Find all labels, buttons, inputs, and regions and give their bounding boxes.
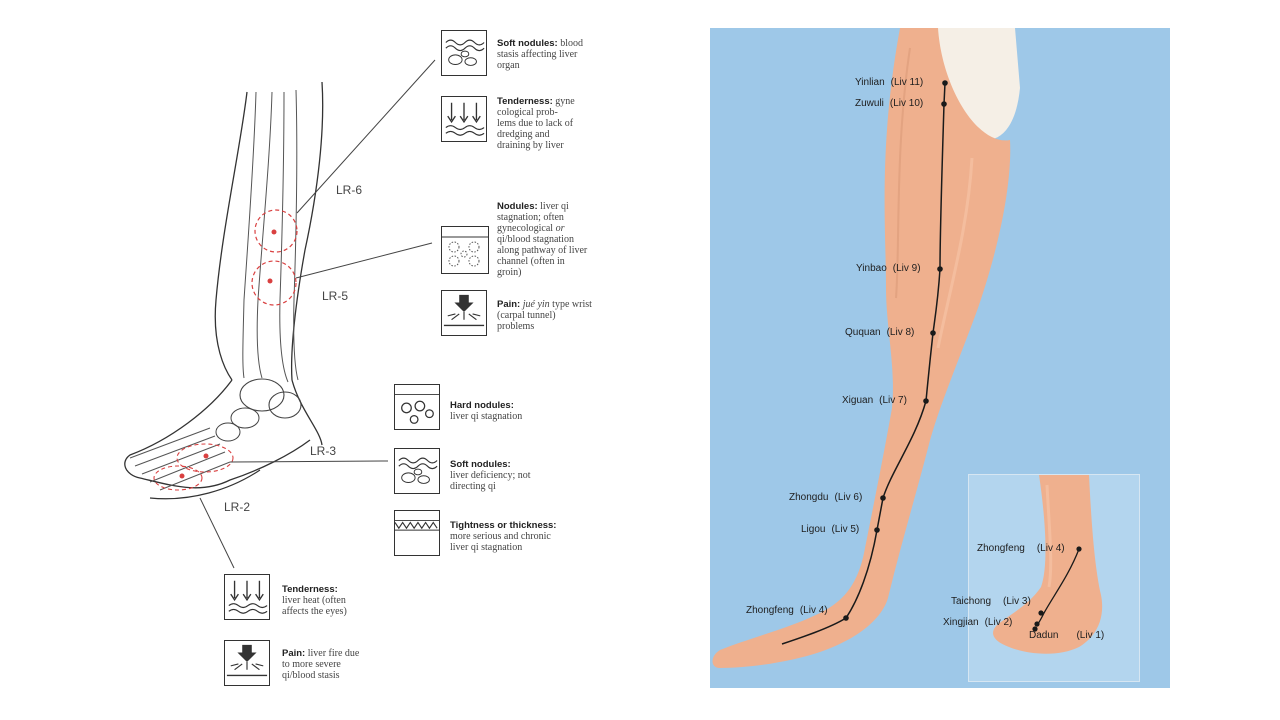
finding-tenderness-liver-heat: Tenderness:liver heat (often affects the…	[282, 584, 347, 617]
point-liv6: Zhongdu(Liv 6)	[789, 492, 863, 503]
finding-pain-liver-fire: Pain: liver fire due to more severe qi/b…	[282, 648, 360, 681]
inset-point-liv1: Dadun(Liv 1)	[1029, 630, 1105, 641]
soft-nodules-icon	[441, 30, 487, 76]
finding-tenderness-gynecological: Tenderness: gyne cological prob- lems du…	[497, 96, 575, 151]
tenderness-icon	[441, 96, 487, 142]
label-lr6: LR-6	[336, 183, 363, 197]
point-liv7: Xiguan(Liv 7)	[842, 395, 907, 406]
hard-nodules-icon	[394, 384, 440, 430]
palpation-diagram: LR-6 LR-5 LR-3 LR-2 Soft nodules: blood …	[124, 30, 592, 686]
inset-point-liv4: Zhongfeng(Liv 4)	[977, 543, 1065, 554]
pain-icon	[441, 290, 487, 336]
point-liv10: Zuwuli(Liv 10)	[855, 98, 924, 109]
label-lr5: LR-5	[322, 289, 349, 303]
soft-nodules-icon	[394, 448, 440, 494]
point-liv5: Ligou(Liv 5)	[801, 524, 860, 535]
inset-point-liv2: Xingjian(Liv 2)	[943, 617, 1013, 628]
tightness-icon	[394, 510, 440, 556]
finding-tightness: Tightness or thickness:more serious and …	[450, 520, 557, 553]
pain-icon	[224, 640, 270, 686]
label-lr3: LR-3	[310, 444, 337, 458]
foot-silhouette	[993, 475, 1103, 654]
finding-soft-nodules-organ: Soft nodules: blood stasis affecting liv…	[497, 38, 583, 71]
finding-soft-nodules-deficiency: Soft nodules:liver deficiency; not direc…	[450, 459, 531, 492]
finding-hard-nodules: Hard nodules:liver qi stagnation	[450, 400, 523, 422]
inset-point-liv3: Taichong(Liv 3)	[951, 596, 1031, 607]
nodules-icon	[441, 226, 489, 274]
leg-skeleton-drawing	[124, 59, 436, 569]
foot-inset-photo: Zhongfeng(Liv 4) Taichong(Liv 3) Xingjia…	[943, 474, 1140, 682]
point-liv8: Ququan(Liv 8)	[845, 327, 915, 338]
point-liv9: Yinbao(Liv 9)	[856, 263, 921, 274]
finding-pain-carpal: Pain: jué yin type wrist (carpal tunnel)…	[497, 299, 592, 332]
point-liv4: Zhongfeng(Liv 4)	[746, 605, 828, 616]
label-lr2: LR-2	[224, 500, 251, 514]
finding-nodules-groin: Nodules: liver qi stagnation; often gyne…	[497, 201, 588, 278]
point-liv11: Yinlian(Liv 11)	[855, 77, 924, 88]
tenderness-icon	[224, 574, 270, 620]
